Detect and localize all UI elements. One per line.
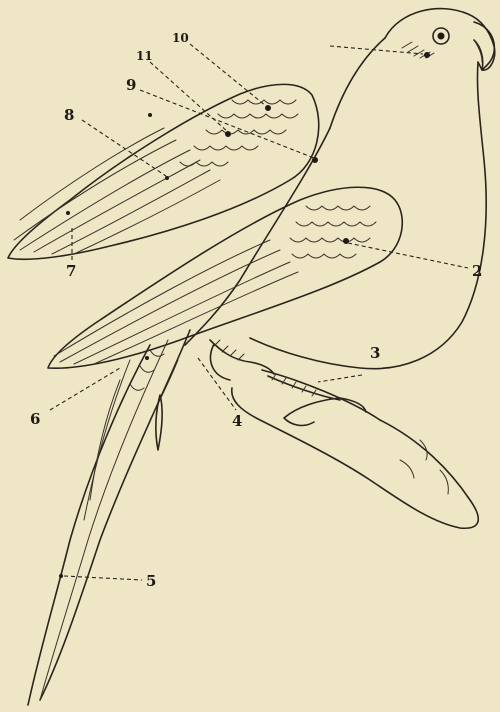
label-7: 7 bbox=[66, 262, 76, 280]
marker-head bbox=[424, 52, 430, 58]
label-5: 5 bbox=[146, 572, 156, 590]
marker-stray bbox=[148, 113, 152, 117]
label-2: 2 bbox=[472, 262, 482, 280]
marker-10 bbox=[265, 105, 271, 111]
label-4: 4 bbox=[232, 412, 242, 430]
marker-11 bbox=[225, 131, 231, 137]
marker-5 bbox=[59, 574, 63, 578]
eye-pupil bbox=[438, 33, 445, 40]
label-11: 11 bbox=[136, 49, 153, 63]
label-9: 9 bbox=[126, 76, 136, 94]
marker-8 bbox=[165, 176, 169, 180]
marker-6 bbox=[145, 356, 149, 360]
label-3: 3 bbox=[370, 344, 380, 362]
marker-7 bbox=[66, 211, 70, 215]
label-10: 10 bbox=[172, 31, 189, 45]
label-8: 8 bbox=[64, 106, 74, 124]
label-6: 6 bbox=[30, 410, 40, 428]
